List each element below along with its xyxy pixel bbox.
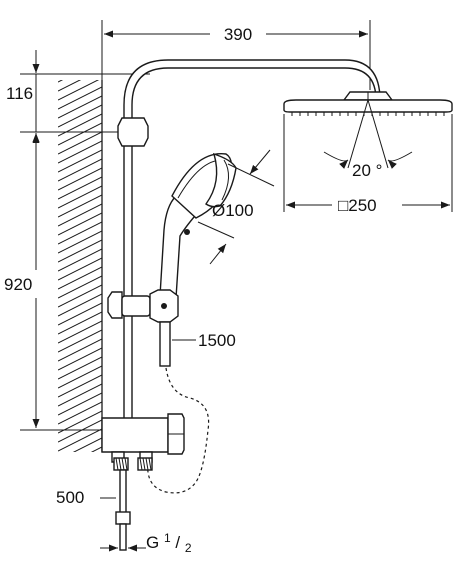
spray-angle-dimension: 20 ° [323, 99, 413, 180]
connection-fittings [113, 457, 153, 551]
shower-holder-slider [107, 289, 179, 323]
hose-length-label: 1500 [198, 331, 236, 350]
top-offset-label: 116 [6, 84, 33, 103]
thread-dimension: G 1 / 2 [100, 527, 192, 555]
hand-shower-diameter-dimension: Ø100 [197, 149, 275, 265]
thread-numerator-label: 1 [164, 531, 171, 545]
hand-shower-diameter-label: Ø100 [212, 201, 254, 220]
connection-hose-label: 500 [56, 488, 84, 507]
head-shower [283, 91, 453, 116]
arm-reach-dimension: 390 [101, 20, 371, 90]
hand-shower-hose: 1500 [145, 321, 236, 494]
riser-pipe [100, 59, 381, 421]
wall-section [58, 80, 103, 452]
arm-reach-label: 390 [224, 25, 252, 44]
head-shower-size-dimension: □250 [283, 114, 453, 216]
thread-base-label: G [146, 533, 159, 552]
thread-denominator-label: 2 [185, 541, 192, 555]
head-shower-size-label: □250 [338, 196, 377, 215]
rail-height-dimension: 920 [0, 134, 106, 431]
rail-height-label: 920 [4, 275, 32, 294]
connection-hose-dimension: 500 [56, 488, 116, 507]
svg-text:G 1 / 2: G 1 / 2 [146, 527, 192, 555]
mixer-body [101, 413, 185, 463]
spray-angle-label: 20 ° [352, 161, 382, 180]
hand-shower [159, 152, 237, 299]
